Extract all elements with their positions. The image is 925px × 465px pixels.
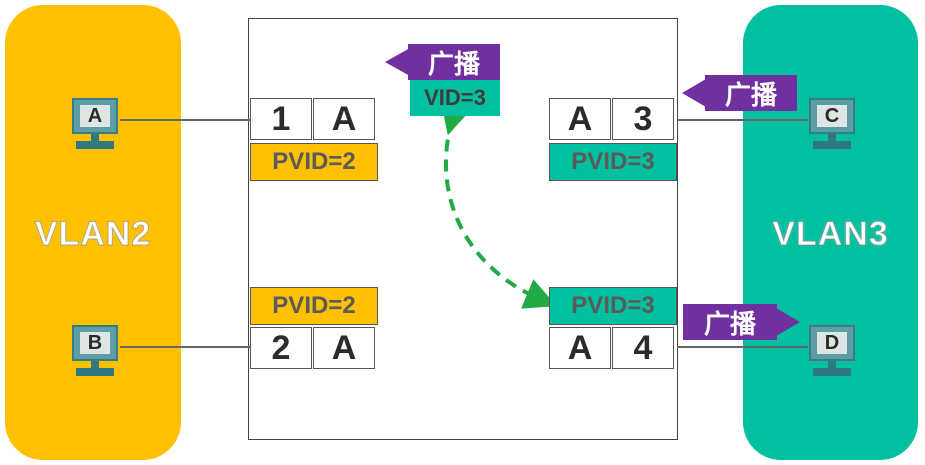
port3-pvid: PVID=3	[549, 143, 677, 181]
host-b-icon: B	[66, 325, 126, 385]
host-d-label: D	[817, 332, 847, 354]
broadcast-label-c: 广播	[705, 75, 797, 111]
frame-vid-tag: VID=3	[410, 80, 500, 116]
forward-path-arrow	[440, 100, 557, 309]
broadcast-d-arrowhead	[776, 308, 800, 336]
port2-pvid: PVID=2	[250, 287, 378, 325]
port1-id: 1	[250, 98, 312, 140]
port4-id: 4	[612, 327, 674, 369]
vlan2-label: VLAN2	[34, 214, 152, 253]
port3-mac: A	[549, 98, 611, 140]
host-c-icon: C	[803, 98, 863, 158]
host-a-icon: A	[66, 98, 126, 158]
port2-id: 2	[250, 327, 312, 369]
port1-mac: A	[313, 98, 375, 140]
host-a-label: A	[80, 105, 110, 127]
port4-mac: A	[549, 327, 611, 369]
host-c-label: C	[817, 105, 847, 127]
vlan3-label: VLAN3	[772, 214, 889, 253]
port1-pvid: PVID=2	[250, 143, 378, 181]
host-d-icon: D	[803, 325, 863, 385]
port2-mac: A	[313, 327, 375, 369]
broadcast-top-arrowhead	[385, 48, 410, 76]
vlan2-area: VLAN2	[5, 5, 181, 460]
broadcast-label-d: 广播	[683, 304, 777, 340]
broadcast-c-arrowhead	[682, 79, 706, 107]
host-b-label: B	[80, 332, 110, 354]
broadcast-label-top: 广播	[408, 44, 500, 80]
port3-id: 3	[612, 98, 674, 140]
port4-pvid: PVID=3	[549, 287, 677, 325]
